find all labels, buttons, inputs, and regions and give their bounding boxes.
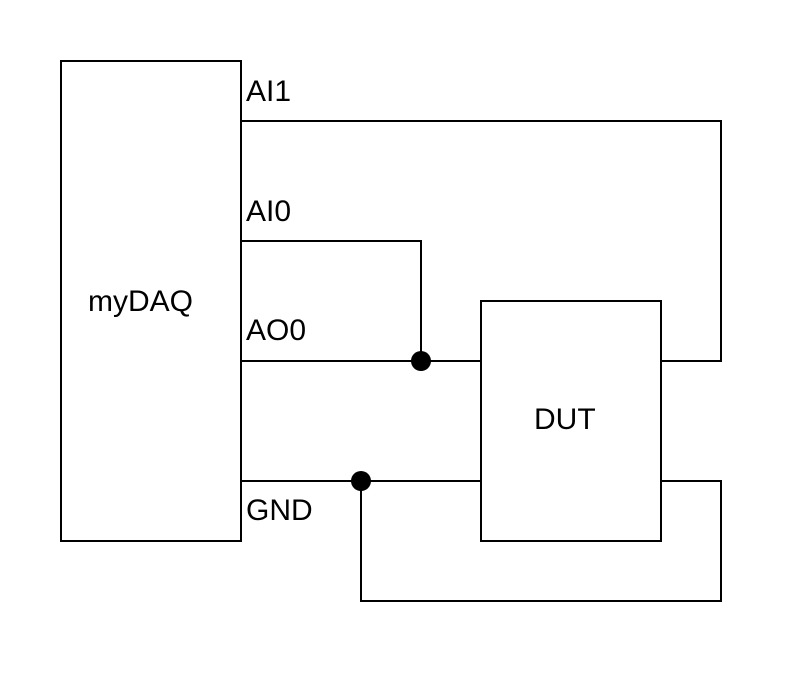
ai1-wire xyxy=(241,120,722,362)
pin-label-ai0: AI0 xyxy=(246,195,292,228)
dut-block xyxy=(480,300,662,542)
junction-gnd xyxy=(351,471,371,491)
pin-label-ao0: AO0 xyxy=(246,314,307,347)
pin-label-ai1: AI1 xyxy=(246,75,292,108)
ai0-wire xyxy=(241,240,422,361)
pin-label-gnd: GND xyxy=(246,494,313,527)
return-wire xyxy=(360,480,722,602)
mydaq-block xyxy=(60,60,242,542)
junction-ao0 xyxy=(411,351,431,371)
dut-label: DUT xyxy=(534,403,596,436)
mydaq-label: myDAQ xyxy=(88,285,193,318)
